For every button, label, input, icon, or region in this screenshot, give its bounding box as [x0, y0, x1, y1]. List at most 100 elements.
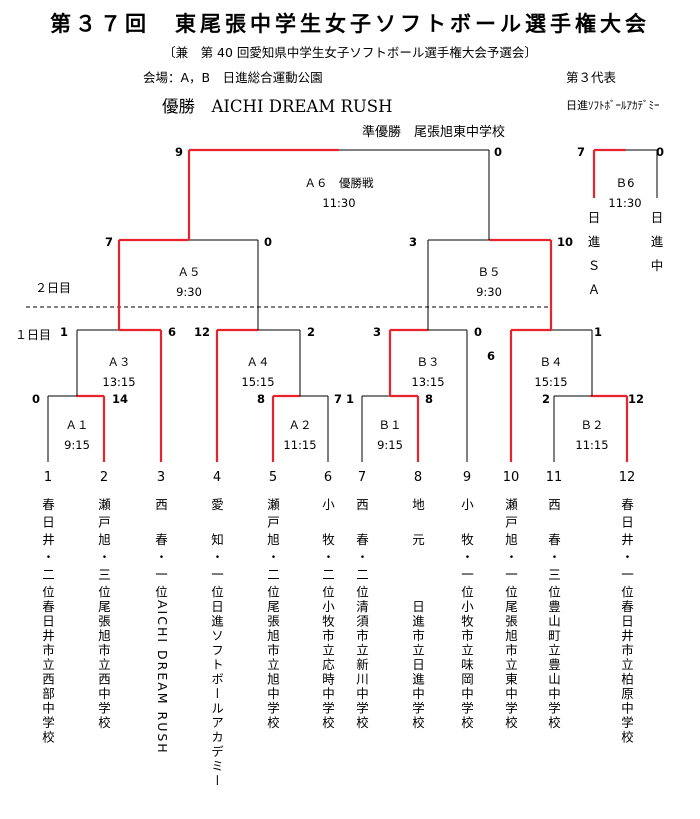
team-rank: 西 春・一位: [153, 498, 168, 603]
team-rank: 春日井・一位: [619, 498, 634, 603]
game-a2: Ａ２ 11:15: [255, 415, 345, 455]
team-seed: 8: [413, 470, 423, 485]
team-seed: 3: [156, 470, 166, 485]
game-name: Ａ３: [107, 355, 131, 369]
game-name: Ｂ５: [477, 265, 501, 279]
game-name: Ａ６ 優勝戦: [304, 176, 374, 190]
team-rank: 西 春・三位: [546, 498, 561, 603]
score-left: 2: [542, 392, 551, 406]
team-rank: 西 春・二位: [354, 498, 369, 603]
team-seed: 9: [462, 470, 472, 485]
venue-text: 会場：A，B 日進総合運動公園: [143, 70, 323, 85]
team-rank: 瀬戸旭・一位: [503, 498, 518, 603]
game-b4: Ｂ４ 15:15: [506, 352, 596, 392]
score-right: 0: [656, 145, 665, 159]
score-right: 0: [494, 145, 503, 159]
score-left: 8: [257, 392, 266, 406]
team-rank: 春日井・二位: [40, 498, 55, 603]
game-time: 9:15: [64, 438, 90, 452]
score-right: 12: [628, 392, 645, 406]
team-rank: 小 牧・一位: [459, 498, 474, 603]
team-school: 小牧市立応時中学校: [320, 600, 335, 731]
team-seed: 6: [323, 470, 333, 485]
game-time: 15:15: [241, 375, 275, 389]
game-time: 13:15: [411, 375, 445, 389]
score-right: 0: [474, 325, 483, 339]
score-right: 10: [557, 235, 574, 249]
game-name: Ｂ１: [378, 418, 402, 432]
team-school: 尾張旭市立旭中学校: [265, 600, 280, 731]
team-seed: 2: [99, 470, 109, 485]
team-school: 清須市立新川中学校: [354, 600, 369, 731]
score-left: 7: [105, 235, 114, 249]
page-subtitle: 〔兼 第 40 回愛知県中学生女子ソフトボール選手権大会予選会〕: [163, 45, 537, 60]
score-right: 1: [594, 325, 603, 339]
team-school: 豊山町立豊山中学校: [546, 600, 561, 731]
score-left: 7: [577, 145, 586, 159]
score-left: 12: [194, 325, 211, 339]
score-left: 3: [409, 235, 418, 249]
game-time: 13:15: [102, 375, 136, 389]
score-right: 8: [425, 392, 434, 406]
game-name: Ａ５: [177, 265, 201, 279]
game-name: Ｂ４: [539, 355, 563, 369]
score-right: 0: [264, 235, 273, 249]
team-rank: 愛 知・一位: [209, 498, 224, 603]
game-name: Ｂ３: [416, 355, 440, 369]
game-name: Ｂ6: [615, 176, 635, 190]
score-left: 3: [373, 325, 382, 339]
team-seed: 12: [618, 470, 636, 485]
team-seed: 1: [43, 470, 53, 485]
third-place-team-1: 日進ＳＡ: [587, 210, 601, 297]
team-school: 日進市立日進中学校: [410, 600, 425, 731]
score-right: 7: [334, 392, 343, 406]
day2-label: ２日目: [35, 281, 72, 295]
team-seed: 11: [545, 470, 563, 485]
game-time: 11:15: [283, 438, 317, 452]
game-b1: Ｂ１ 9:15: [345, 415, 435, 455]
game-time: 11:30: [608, 196, 642, 210]
team-rank: 小 牧・二位: [320, 498, 335, 603]
game-time: 15:15: [534, 375, 568, 389]
game-b3: Ｂ３ 13:15: [383, 352, 473, 392]
game-a1: Ａ１ 9:15: [32, 415, 122, 455]
game-name: Ａ１: [65, 418, 89, 432]
team-rank: 瀬戸旭・二位: [265, 498, 280, 603]
score-left: 6: [487, 349, 496, 363]
team-school: AICHI DREAM RUSH: [155, 600, 170, 755]
third-rep-team: 日進ｿﾌﾄﾎﾞｰﾙｱｶﾃﾞﾐｰ: [566, 99, 660, 112]
game-a3: Ａ３ 13:15: [74, 352, 164, 392]
game-time: 11:30: [322, 196, 356, 210]
game-b5: Ｂ５ 9:30: [444, 262, 534, 302]
day1-label: １日目: [15, 328, 52, 342]
team-seed: 10: [502, 470, 520, 485]
team-seed: 5: [268, 470, 278, 485]
game-a6: Ａ６ 優勝戦 11:30: [294, 173, 384, 213]
game-time: 9:30: [476, 285, 502, 299]
game-time: 9:15: [377, 438, 403, 452]
team-rank: 瀬戸旭・三位: [96, 498, 111, 603]
team-school: 春日井市立柏原中学校: [619, 600, 634, 745]
team-seed: 4: [212, 470, 222, 485]
game-time: 9:30: [176, 285, 202, 299]
team-school: 尾張旭市立東中学校: [503, 600, 518, 731]
score-left: 0: [32, 392, 41, 406]
score-right: 6: [168, 325, 177, 339]
game-a4: Ａ４ 15:15: [213, 352, 303, 392]
team-school: 小牧市立味岡中学校: [459, 600, 474, 731]
team-school: 日進ソフトボールアカデミー: [209, 600, 224, 789]
game-name: Ａ４: [246, 355, 270, 369]
score-right: 2: [307, 325, 316, 339]
game-name: Ｂ２: [580, 418, 604, 432]
page-title: 第３７回 東尾張中学生女子ソフトボール選手権大会: [50, 12, 650, 36]
representative-label: 第３代表: [566, 70, 617, 85]
game-b6: Ｂ6 11:30: [580, 173, 670, 213]
game-name: Ａ２: [288, 418, 312, 432]
team-school: 春日井市立西部中学校: [40, 600, 55, 745]
game-a5: Ａ５ 9:30: [144, 262, 234, 302]
score-right: 14: [112, 392, 129, 406]
score-left: 9: [175, 145, 184, 159]
score-left: 1: [346, 392, 355, 406]
